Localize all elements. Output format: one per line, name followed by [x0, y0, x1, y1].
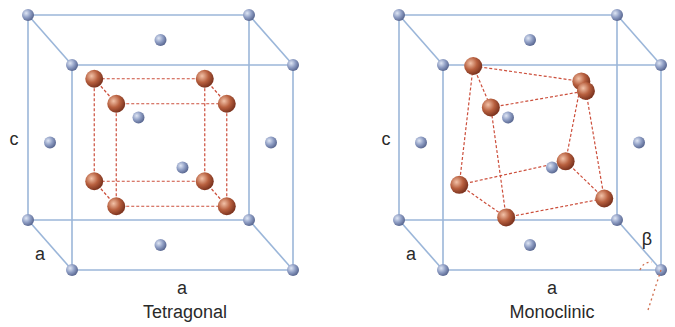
- oxygen-bond: [586, 91, 604, 199]
- axis-label: a: [406, 245, 416, 265]
- oxygen-bond: [116, 206, 227, 207]
- zirconium-atom: [611, 214, 623, 226]
- cell-edge: [617, 220, 661, 270]
- oxygen-bond: [116, 103, 227, 104]
- cell-edge: [292, 65, 294, 270]
- axis-label: a: [177, 279, 187, 299]
- zirconium-atom: [393, 9, 405, 21]
- oxygen-bond: [94, 181, 205, 182]
- oxygen-bond: [226, 104, 227, 207]
- tetragonal-cell: [22, 9, 299, 276]
- angle-label: β: [642, 230, 652, 250]
- cell-edge: [399, 220, 443, 270]
- cell-edge: [27, 15, 29, 220]
- zirconium-atom: [546, 162, 558, 174]
- cell-edge: [72, 64, 293, 66]
- oxygen-bond: [94, 78, 205, 79]
- cell-edge: [399, 15, 443, 65]
- zirconium-atom: [437, 59, 449, 71]
- oxygen-bond: [459, 66, 473, 185]
- oxygen-bond: [491, 91, 586, 108]
- zirconium-atom: [66, 264, 78, 276]
- oxygen-bond: [473, 66, 581, 81]
- axis-label: a: [35, 245, 45, 265]
- oxygen-atom: [577, 82, 595, 100]
- cell-edge: [28, 220, 72, 270]
- oxygen-atom: [107, 197, 125, 215]
- oxygen-atom: [85, 70, 103, 88]
- zirconium-atom: [633, 137, 645, 149]
- oxygen-atom: [218, 95, 236, 113]
- oxygen-atom: [482, 98, 500, 116]
- zirconium-atom: [287, 264, 299, 276]
- zirconium-atom: [415, 137, 427, 149]
- cell-edge: [616, 15, 618, 220]
- oxygen-bond: [204, 79, 205, 182]
- oxygen-atom: [450, 176, 468, 194]
- cell-edge: [248, 15, 250, 220]
- axis-label: c: [382, 130, 391, 150]
- zirconium-atom: [66, 59, 78, 71]
- zirconium-atom: [437, 264, 449, 276]
- zirconium-atom: [155, 34, 167, 46]
- zirconium-atom: [655, 59, 667, 71]
- zirconium-atom: [22, 214, 34, 226]
- oxygen-atom: [497, 208, 515, 226]
- cell-edge: [249, 15, 293, 65]
- cell-edge: [28, 14, 249, 16]
- caption-label: Monoclinic: [509, 303, 594, 323]
- cell-edge: [442, 65, 444, 270]
- zirconium-atom: [524, 239, 536, 251]
- zirconium-atom: [502, 112, 514, 124]
- oxygen-bond: [491, 107, 506, 217]
- zirconium-atom: [265, 137, 277, 149]
- axis-label: c: [10, 130, 19, 150]
- oxygen-atom: [464, 57, 482, 75]
- oxygen-atom: [85, 172, 103, 190]
- zirconium-atom: [133, 112, 145, 124]
- oxygen-bond: [116, 104, 117, 207]
- cell-edge: [28, 15, 72, 65]
- zirconium-atom: [243, 9, 255, 21]
- oxygen-atom: [196, 172, 214, 190]
- cell-edge: [443, 269, 661, 271]
- zirconium-atom: [287, 59, 299, 71]
- axis-label: a: [547, 279, 557, 299]
- oxygen-atom: [218, 197, 236, 215]
- oxygen-atom: [595, 190, 613, 208]
- beta-angle-arc: [640, 262, 652, 270]
- beta-angle-line: [648, 270, 661, 310]
- cell-edge: [660, 65, 662, 270]
- zirconium-atom: [524, 34, 536, 46]
- zirconium-atom: [393, 214, 405, 226]
- cell-edge: [249, 220, 293, 270]
- cell-edge: [28, 219, 249, 221]
- caption-label: Tetragonal: [143, 303, 227, 323]
- zirconium-atom: [22, 9, 34, 21]
- cell-edge: [617, 15, 661, 65]
- cell-edge: [72, 269, 293, 271]
- oxygen-atom: [196, 70, 214, 88]
- cell-edge: [398, 15, 400, 220]
- zirconium-atom: [155, 239, 167, 251]
- zirconium-atom: [243, 214, 255, 226]
- oxygen-bond: [459, 161, 565, 185]
- monoclinic-cell: [393, 9, 667, 276]
- zirconium-atom: [177, 162, 189, 174]
- zirconium-atom: [611, 9, 623, 21]
- oxygen-bond: [506, 199, 604, 218]
- oxygen-atom: [557, 152, 575, 170]
- cell-edge: [71, 65, 73, 270]
- zirconium-atom: [44, 137, 56, 149]
- oxygen-bond: [94, 79, 95, 182]
- cell-edge: [399, 14, 617, 16]
- oxygen-atom: [107, 95, 125, 113]
